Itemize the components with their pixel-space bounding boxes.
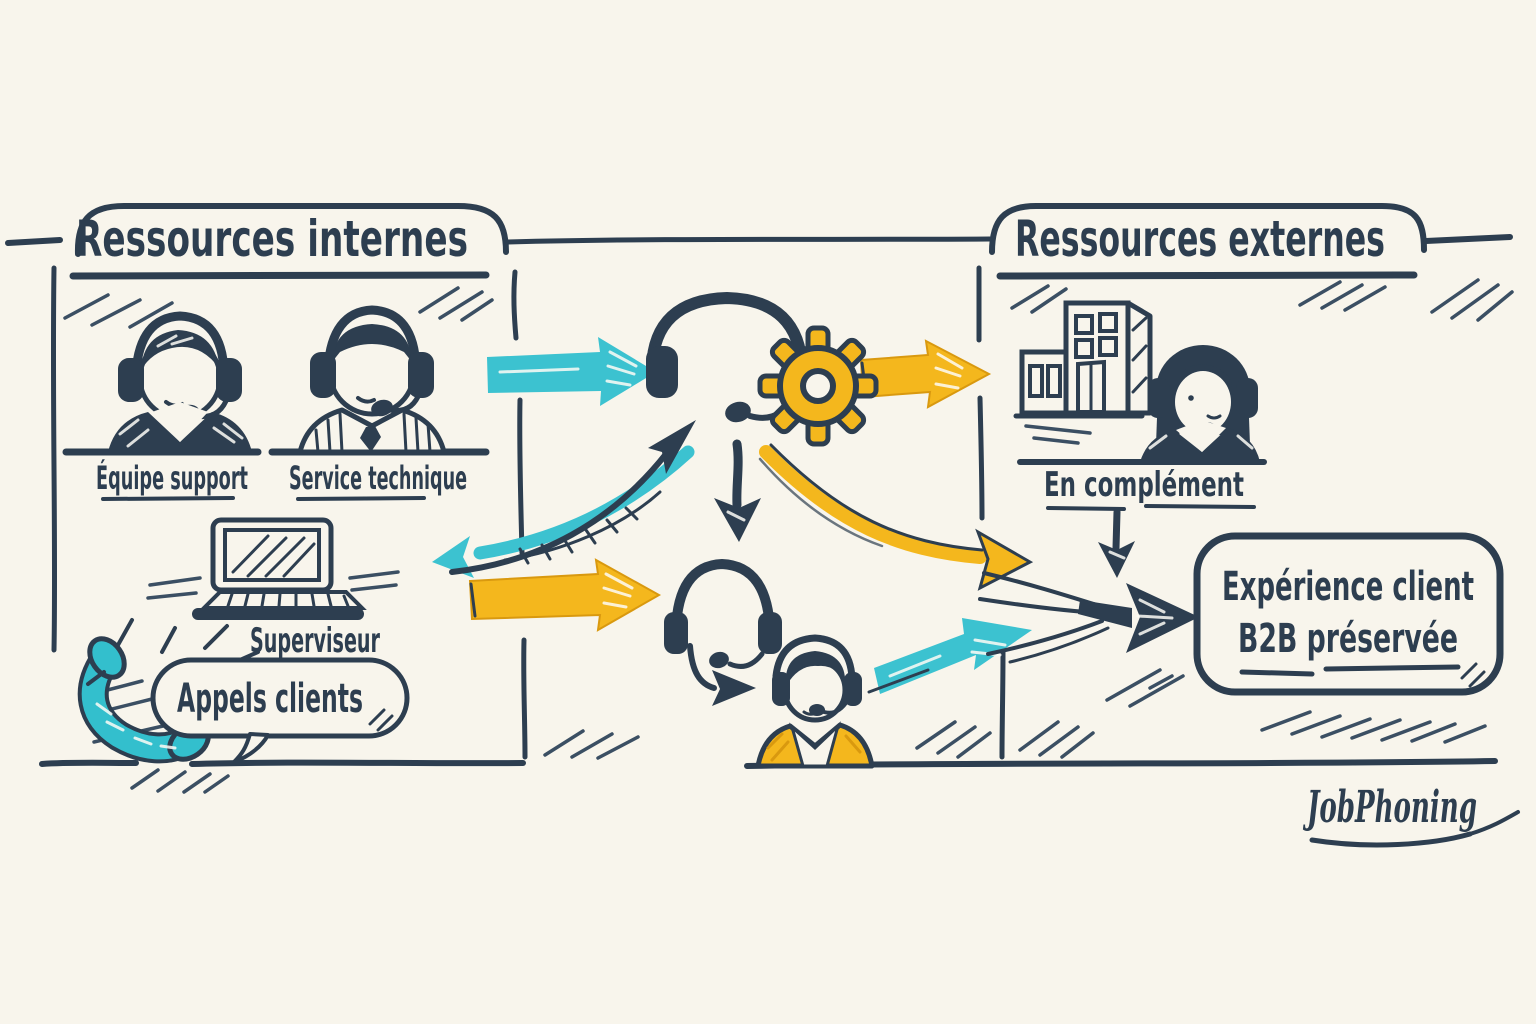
right-panel-title: Ressources externes	[1015, 210, 1385, 268]
support-agent-label: Équipe support	[96, 459, 248, 497]
arrow-yellow-right-icon	[859, 339, 992, 409]
call-agent-icon	[755, 634, 875, 769]
hatch-marks	[63, 278, 1514, 794]
arrow-down-icon	[714, 439, 761, 542]
gear-icon	[757, 325, 879, 447]
technician-agent-icon	[268, 305, 490, 456]
brand-signature: JobPhoning	[1303, 782, 1520, 848]
external-agent-icon	[1017, 345, 1267, 465]
left-panel-title: Ressources internes	[76, 210, 468, 268]
arrow-teal-right-icon	[487, 337, 656, 406]
result-line1: Expérience client	[1222, 564, 1474, 610]
technician-agent-label: Service technique	[289, 459, 467, 497]
arrow-yellow-right-2-icon	[468, 558, 662, 632]
laptop-icon	[146, 517, 400, 620]
external-caption: En complément	[1044, 465, 1244, 505]
arrow-down-right-panel-icon	[1098, 508, 1135, 578]
left-panel: Ressources internes Équipe support	[62, 210, 490, 764]
headset-small-icon	[664, 559, 782, 669]
arrow-yellow-curve-icon	[758, 443, 1034, 591]
bubble-label: Appels clients	[177, 676, 363, 722]
flow-arrows	[432, 337, 1199, 706]
center-column	[646, 292, 879, 769]
arrow-dark-curve-icon	[449, 420, 696, 575]
arrow-converge-icon	[978, 571, 1199, 664]
arrow-small-curve-icon	[687, 643, 756, 706]
result-box: Expérience client B2B préservée	[1193, 532, 1504, 696]
arrow-teal-diagonal-icon	[867, 618, 1032, 694]
brand-name: JobPhoning	[1303, 782, 1477, 833]
right-panel: Ressources externes	[1013, 210, 1520, 848]
laptop-label: Superviseur	[250, 621, 380, 661]
result-line2: B2B préservée	[1238, 616, 1458, 662]
speech-bubble-icon	[150, 657, 410, 764]
building-icon	[1013, 300, 1153, 445]
support-agent-icon	[62, 311, 262, 456]
